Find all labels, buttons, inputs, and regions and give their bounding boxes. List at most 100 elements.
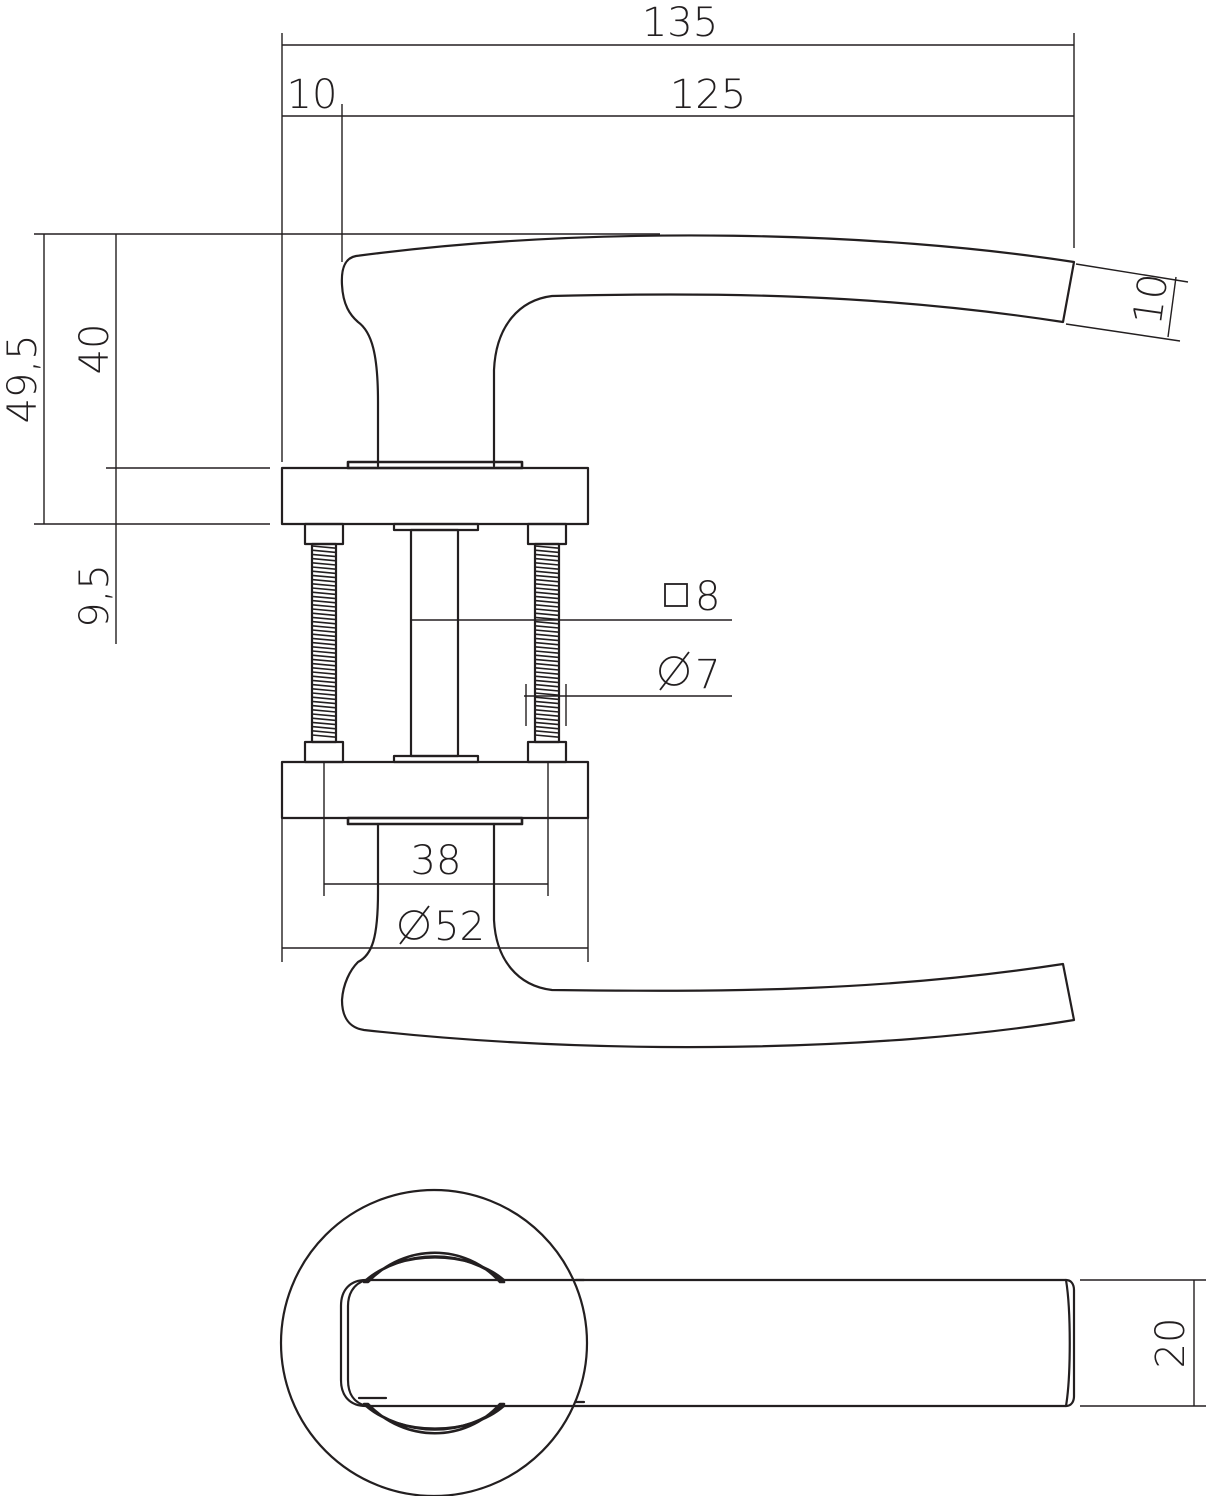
dimension-labels: 135 10 125 10 49,5 40 9,5 8 7 38 52 20	[0, 0, 1194, 1368]
thread-line	[311, 696, 337, 701]
thread-line	[311, 713, 337, 717]
thread-line	[311, 646, 337, 650]
thread-line	[311, 604, 337, 608]
label-lever-tip-height: 10	[1125, 271, 1178, 328]
thread-line	[311, 595, 337, 600]
thread-line	[534, 620, 560, 625]
thread-line	[311, 662, 337, 667]
thread-line	[311, 562, 337, 566]
thread-line	[534, 717, 560, 722]
thread-line	[534, 595, 560, 600]
thread-line	[311, 620, 337, 625]
thread-line	[534, 675, 560, 680]
thread-line	[311, 700, 337, 705]
thread-line	[311, 578, 337, 583]
thread-line	[534, 591, 560, 596]
thread-line	[311, 616, 337, 621]
dimension-lines	[34, 33, 1206, 1407]
thread-line	[534, 637, 560, 642]
thread-line	[311, 549, 337, 554]
label-rose-diameter: 52	[434, 904, 485, 950]
thread-line	[311, 675, 337, 680]
thread-line	[534, 608, 560, 612]
thread-line	[311, 570, 337, 575]
lower-rose	[280, 760, 590, 826]
thread-line	[311, 557, 337, 562]
thread-line	[311, 591, 337, 596]
thread-line	[311, 608, 337, 612]
thread-line	[534, 616, 560, 621]
square-spindle	[392, 528, 480, 764]
label-lever-width: 20	[1148, 1318, 1194, 1369]
thread-line	[534, 570, 560, 575]
thread-line	[534, 599, 560, 604]
label-spindle-square: 8	[695, 574, 720, 620]
thread-line	[311, 717, 337, 722]
thread-line	[311, 667, 337, 671]
thread-line	[311, 574, 337, 579]
lower-lever	[340, 822, 1076, 1049]
thread-line	[534, 562, 560, 566]
thread-line	[534, 713, 560, 717]
label-screw-diameter: 7	[695, 652, 720, 698]
thread-line	[534, 658, 560, 663]
label-rose-thickness: 9,5	[72, 564, 118, 628]
thread-line	[534, 545, 560, 549]
thread-line	[534, 641, 560, 646]
thread-line	[311, 734, 337, 738]
thread-line	[311, 671, 337, 675]
thread-line	[534, 725, 560, 730]
thread-line	[534, 583, 560, 587]
thread-line	[311, 545, 337, 549]
thread-line	[534, 671, 560, 675]
rose-outer-circle	[279, 1188, 589, 1496]
thread-line	[534, 734, 560, 738]
right-screw	[526, 522, 568, 764]
upper-rose	[280, 460, 590, 532]
thread-line	[534, 574, 560, 579]
thread-line	[534, 730, 560, 734]
upper-lever	[340, 234, 1076, 468]
thread-line	[311, 625, 337, 629]
thread-line	[534, 553, 560, 558]
thread-line	[311, 583, 337, 587]
thread-line	[311, 709, 337, 713]
thread-line	[311, 692, 337, 696]
thread-line	[311, 704, 337, 709]
front-view	[279, 1188, 1076, 1496]
label-overall-height: 49,5	[0, 334, 46, 423]
thread-line	[311, 650, 337, 654]
thread-line	[534, 629, 560, 633]
thread-line	[311, 566, 337, 570]
diameter-symbol	[659, 651, 690, 691]
thread-line	[311, 658, 337, 663]
diameter-symbol	[399, 905, 430, 945]
label-screw-spacing: 38	[411, 838, 462, 884]
thread-line	[311, 679, 337, 684]
label-lever-length: 125	[670, 72, 746, 118]
thread-line	[311, 683, 337, 688]
thread-line	[534, 688, 560, 692]
thread-line	[311, 730, 337, 734]
thread-line	[534, 557, 560, 562]
thread-line	[534, 692, 560, 696]
thread-line	[534, 700, 560, 705]
label-neck-offset: 10	[287, 72, 338, 118]
left-screw	[303, 522, 345, 764]
right-screw-thread	[534, 545, 560, 738]
thread-line	[534, 549, 560, 554]
thread-line	[534, 646, 560, 650]
thread-line	[534, 566, 560, 570]
lever-top-view	[339, 1278, 1076, 1408]
thread-line	[311, 721, 337, 726]
thread-line	[534, 604, 560, 608]
thread-line	[311, 633, 337, 638]
thread-line	[311, 599, 337, 604]
thread-line	[534, 633, 560, 638]
thread-line	[311, 688, 337, 692]
thread-line	[534, 709, 560, 713]
thread-line	[311, 587, 337, 591]
thread-line	[534, 704, 560, 709]
thread-line	[534, 578, 560, 583]
